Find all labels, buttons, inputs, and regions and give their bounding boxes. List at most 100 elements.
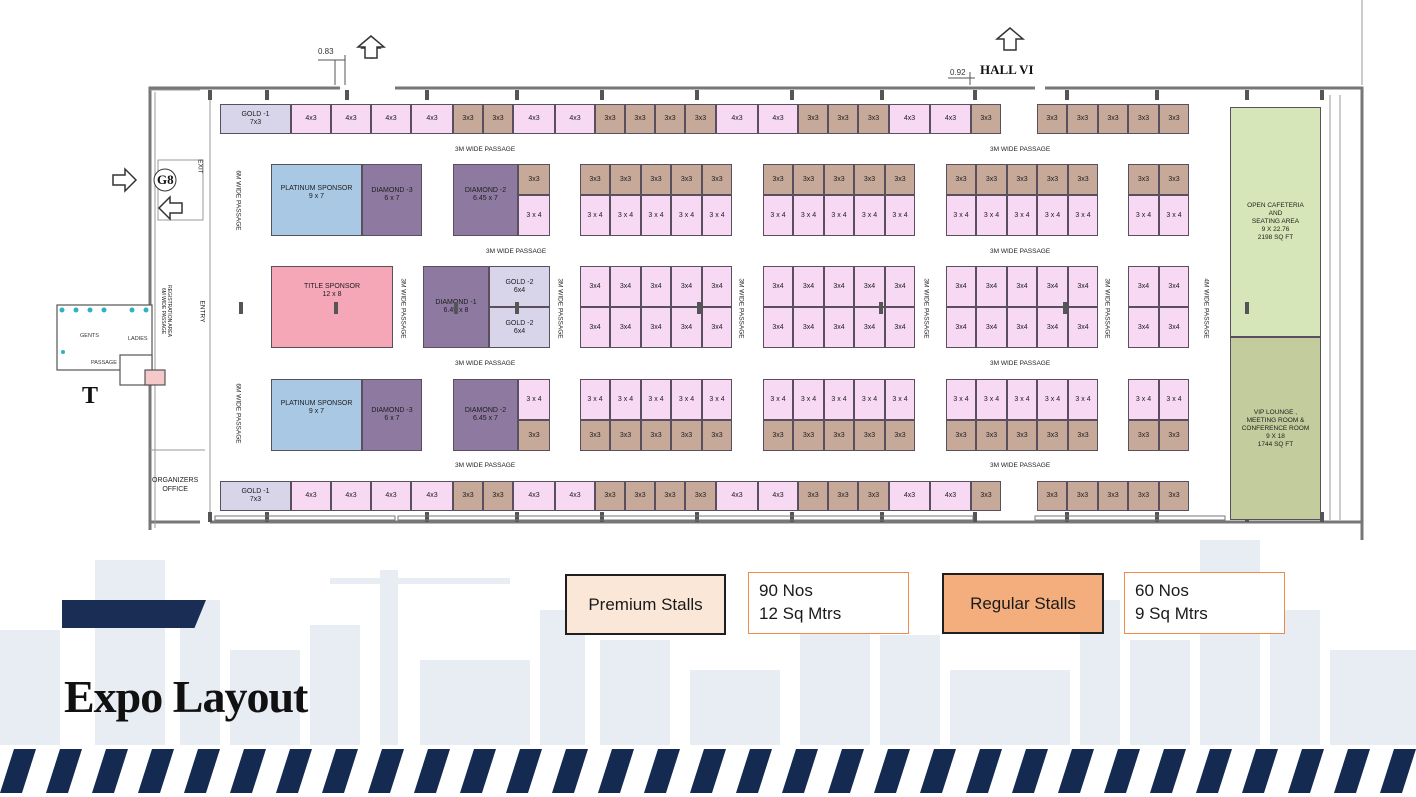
stall-premium[interactable]: 4x3 [758,104,798,134]
stall-diamond-2-top[interactable]: DIAMOND -2 6.45 x 7 [453,164,518,236]
stall-regular[interactable]: 3x3 [655,104,685,134]
stall-regular[interactable]: 3x3 [595,481,625,511]
stall-premium[interactable]: 4x3 [291,104,331,134]
stall-regular[interactable]: 3x3 [580,420,610,451]
stall-premium[interactable]: 3 x 4 [885,195,915,236]
stall-regular[interactable]: 3x3 [1159,420,1189,451]
vip-lounge[interactable]: VIP LOUNGE , MEETING ROOM & CONFERENCE R… [1230,337,1321,520]
stall-gold-1-top[interactable]: GOLD -1 7x3 [220,104,291,134]
stall-regular[interactable]: 3x3 [702,420,732,451]
stall-regular[interactable]: 3x3 [763,164,793,195]
stall-premium[interactable]: 3 x 4 [1128,195,1159,236]
stall-premium[interactable]: 3x4 [976,307,1007,348]
stall-regular[interactable]: 3x3 [610,420,641,451]
stall-premium[interactable]: 3 x 4 [1068,379,1098,420]
stall-premium[interactable]: 3 x 4 [671,195,702,236]
stall-premium[interactable]: 3 x 4 [976,195,1007,236]
stall-regular[interactable]: 3x3 [946,420,976,451]
stall-regular[interactable]: 3x3 [824,164,854,195]
stall-regular[interactable]: 3x3 [671,420,702,451]
stall-premium[interactable]: 4x3 [930,481,971,511]
stall-premium[interactable]: 3 x 4 [1128,379,1159,420]
stall-diamond-3-bottom[interactable]: DIAMOND -3 6 x 7 [362,379,422,451]
stall-premium[interactable]: 3 x 4 [702,195,732,236]
stall-premium[interactable]: 3x4 [1128,266,1159,307]
stall-gold-1-bottom[interactable]: GOLD -1 7x3 [220,481,291,511]
stall-regular[interactable]: 3x3 [702,164,732,195]
stall-premium[interactable]: 3x4 [1007,307,1037,348]
stall-premium[interactable]: 3 x 4 [610,379,641,420]
stall-premium[interactable]: 4x3 [331,104,371,134]
stall-regular[interactable]: 3x3 [610,164,641,195]
stall-regular[interactable]: 3x3 [854,420,885,451]
stall-premium[interactable]: 3 x 4 [824,379,854,420]
stall-diamond-3-top[interactable]: DIAMOND -3 6 x 7 [362,164,422,236]
stall-premium[interactable]: 3x4 [793,307,824,348]
stall-premium[interactable]: 3x4 [854,266,885,307]
stall-premium[interactable]: 4x3 [331,481,371,511]
stall-regular[interactable]: 3x3 [641,420,671,451]
stall-premium[interactable]: 3x4 [641,266,671,307]
stall-premium[interactable]: 3 x 4 [793,195,824,236]
stall-regular[interactable]: 3x3 [1068,420,1098,451]
stall-regular[interactable]: 3x3 [1159,481,1189,511]
stall-platinum-sponsor-bottom[interactable]: PLATINUM SPONSOR 9 x 7 [271,379,362,451]
stall-regular[interactable]: 3x3 [885,164,915,195]
stall-regular[interactable]: 3x3 [1037,104,1067,134]
stall-regular[interactable]: 3x3 [976,164,1007,195]
stall-regular[interactable]: 3x3 [971,481,1001,511]
stall-premium[interactable]: 3 x 4 [854,379,885,420]
stall-premium[interactable]: 3x4 [1037,307,1068,348]
stall-premium[interactable]: 3x4 [1007,266,1037,307]
stall-title-sponsor[interactable]: TITLE SPONSOR 12 x 8 [271,266,393,348]
stall-regular[interactable]: 3x3 [858,481,889,511]
stall-gold-2-top[interactable]: GOLD -2 6x4 [489,266,550,307]
stall-premium[interactable]: 4x3 [371,481,411,511]
stall-regular[interactable]: 3x3 [625,481,655,511]
stall-premium[interactable]: 4x3 [716,104,758,134]
stall-regular[interactable]: 3x3 [885,420,915,451]
stall-premium[interactable]: 3x4 [1068,307,1098,348]
stall-regular[interactable]: 3x3 [453,481,483,511]
stall-premium[interactable]: 3x4 [976,266,1007,307]
stall-regular[interactable]: 3x3 [828,481,858,511]
stall-premium[interactable]: 3 x 4 [793,379,824,420]
stall-premium[interactable]: 3 x 4 [580,379,610,420]
stall-premium[interactable]: 4x3 [555,481,595,511]
stall-premium[interactable]: 3x4 [1159,266,1189,307]
stall-regular[interactable]: 3x3 [1007,420,1037,451]
stall-premium[interactable]: 3 x 4 [763,379,793,420]
stall-premium[interactable]: 3 x 4 [518,195,550,236]
stall-premium[interactable]: 3 x 4 [641,195,671,236]
stall-premium[interactable]: 3x4 [671,307,702,348]
stall-premium[interactable]: 3 x 4 [518,379,550,420]
stall-regular[interactable]: 3x3 [580,164,610,195]
stall-premium[interactable]: 3x4 [824,266,854,307]
stall-premium[interactable]: 3 x 4 [1159,195,1189,236]
stall-gold-2-bottom[interactable]: GOLD -2 6x4 [489,307,550,348]
stall-premium[interactable]: 4x3 [513,481,555,511]
stall-premium[interactable]: 3x4 [610,307,641,348]
stall-diamond-2-bottom[interactable]: DIAMOND -2 6.45 x 7 [453,379,518,451]
stall-premium[interactable]: 3x4 [702,307,732,348]
stall-premium[interactable]: 3 x 4 [580,195,610,236]
stall-regular[interactable]: 3x3 [655,481,685,511]
stall-premium[interactable]: 3 x 4 [671,379,702,420]
stall-regular[interactable]: 3x3 [483,481,513,511]
stall-regular[interactable]: 3x3 [946,164,976,195]
stall-premium[interactable]: 3x4 [824,307,854,348]
stall-regular[interactable]: 3x3 [483,104,513,134]
stall-premium[interactable]: 4x3 [291,481,331,511]
stall-premium[interactable]: 3x4 [580,266,610,307]
stall-premium[interactable]: 4x3 [889,481,930,511]
stall-premium[interactable]: 3 x 4 [976,379,1007,420]
stall-premium[interactable]: 3 x 4 [1037,379,1068,420]
stall-premium[interactable]: 3x4 [763,266,793,307]
stall-regular[interactable]: 3x3 [1128,104,1159,134]
stall-regular[interactable]: 3x3 [828,104,858,134]
stall-regular[interactable]: 3x3 [1159,104,1189,134]
stall-platinum-sponsor-top[interactable]: PLATINUM SPONSOR 9 x 7 [271,164,362,236]
stall-premium[interactable]: 3 x 4 [1068,195,1098,236]
stall-regular[interactable]: 3x3 [1128,164,1159,195]
stall-premium[interactable]: 3 x 4 [854,195,885,236]
